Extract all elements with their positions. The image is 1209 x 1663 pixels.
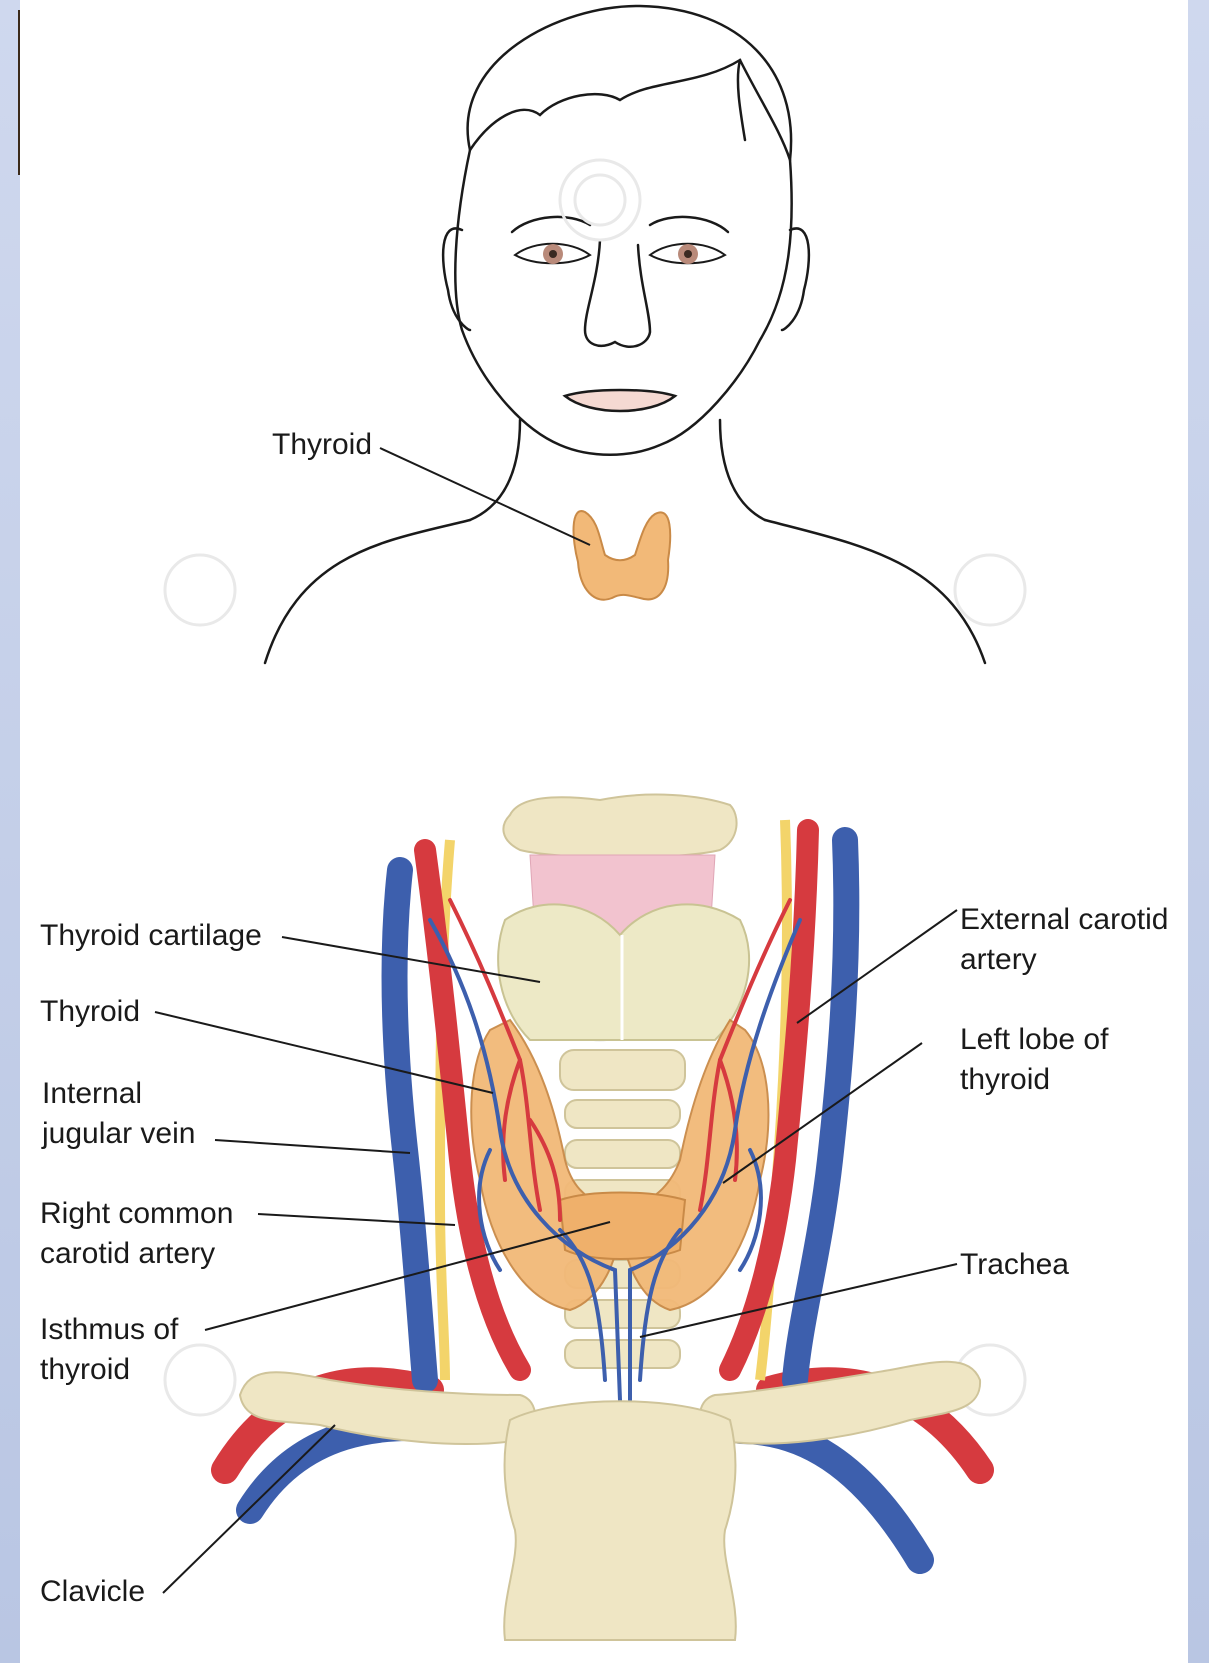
leader-right-common-carotid-artery — [258, 1214, 455, 1225]
neck-anatomy — [225, 795, 980, 1640]
right-eyebrow — [512, 217, 590, 232]
mouth — [565, 390, 675, 411]
sternum-manubrium — [504, 1401, 736, 1640]
eyes — [515, 244, 725, 264]
label-internal-jugular-vein: Internal jugular vein — [42, 1074, 195, 1154]
hyoid-bone — [503, 795, 736, 858]
label-clavicle: Clavicle — [40, 1572, 145, 1612]
label-thyroid-top: Thyroid — [272, 425, 372, 465]
nose — [585, 240, 650, 347]
left-ear — [782, 228, 809, 330]
label-thyroid-bottom: Thyroid — [40, 992, 140, 1032]
label-isthmus-of-thyroid: Isthmus of thyroid — [40, 1310, 178, 1390]
label-thyroid-cartilage: Thyroid cartilage — [40, 916, 262, 956]
internal-jugular-vein-right — [395, 870, 425, 1380]
label-trachea: Trachea — [960, 1245, 1069, 1285]
label-external-carotid-artery: External carotid artery — [960, 900, 1168, 980]
label-left-lobe-of-thyroid: Left lobe of thyroid — [960, 1020, 1108, 1100]
thyroid-gland-small — [574, 511, 671, 600]
leader-external-carotid-artery — [797, 910, 957, 1023]
neck-left — [720, 420, 765, 520]
subclavian-vein-left — [740, 1430, 920, 1560]
hairline — [470, 60, 790, 160]
right-shoulder — [265, 520, 470, 663]
left-shoulder — [765, 520, 985, 663]
left-eyebrow — [650, 217, 728, 232]
face-outline — [455, 6, 791, 455]
leader-internal-jugular-vein — [215, 1140, 410, 1153]
neck-right — [470, 420, 520, 520]
label-right-common-carotid-artery: Right common carotid artery — [40, 1194, 233, 1274]
thyroid-leader-line-top — [380, 448, 590, 545]
